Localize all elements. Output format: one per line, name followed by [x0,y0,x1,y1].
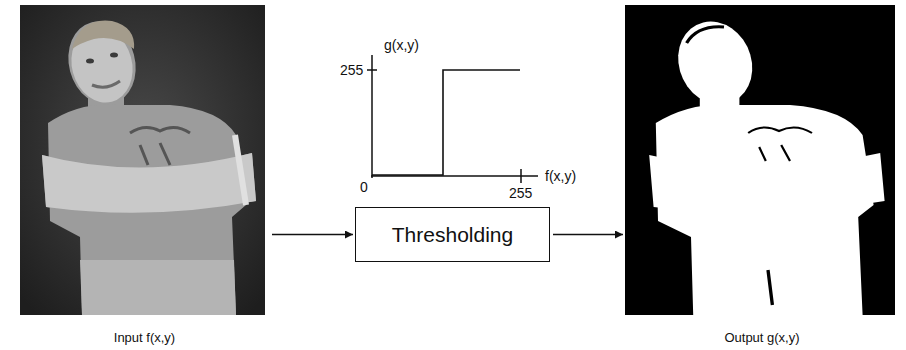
process-box: Thresholding [355,207,550,262]
tick-label: 0 [360,179,368,195]
image-caption: Output g(x,y) [625,330,899,345]
tick-label: 255 [509,185,532,201]
flow-arrow [272,234,353,235]
output-photo [625,5,895,315]
input-photo [20,5,265,315]
axis-title: f(x,y) [545,168,576,184]
flow-arrow [553,234,623,235]
box-label: Thresholding [392,223,513,247]
image-caption: Input f(x,y) [20,330,269,345]
output-image: Output g(x,y) [625,5,899,347]
tick-label: 255 [340,62,363,78]
axis-title: g(x,y) [384,37,419,53]
transfer-graph [367,55,538,183]
input-image: Input f(x,y) [20,5,269,347]
